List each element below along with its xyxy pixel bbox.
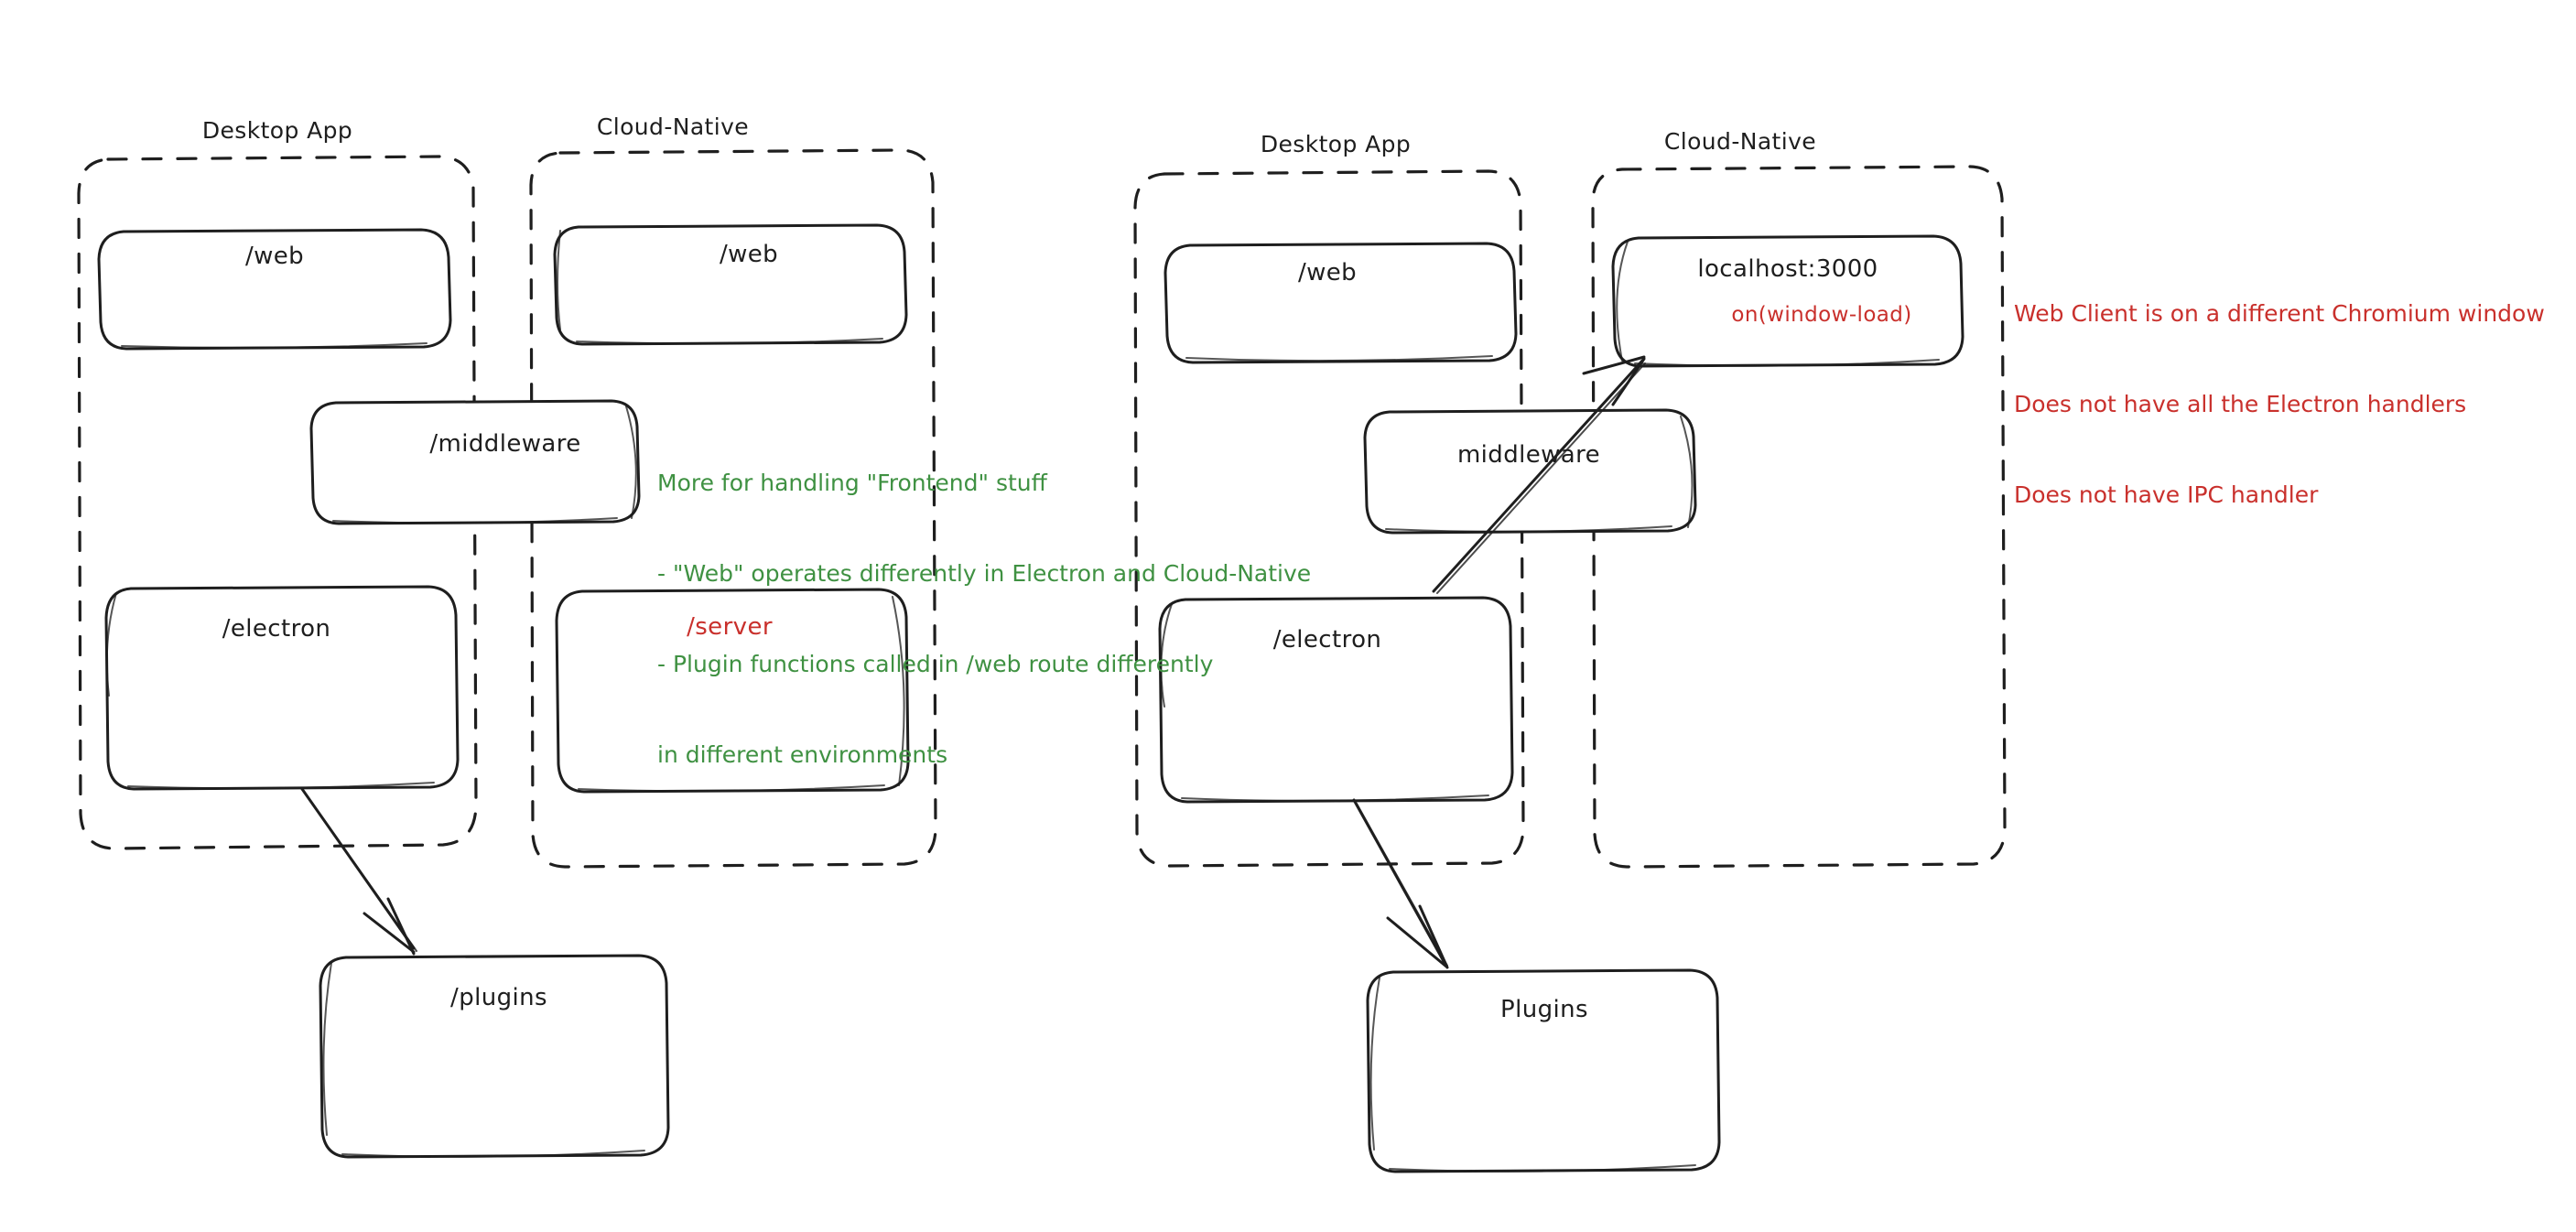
group-caption-left-desktop: Desktop App <box>201 117 353 144</box>
node-label-left-electron: /electron <box>222 615 331 643</box>
annotation-green-line-4: in different environments <box>657 741 948 768</box>
node-label-right-plugins: Plugins <box>1500 996 1588 1023</box>
annotation-red-line-2: Does not have all the Electron handlers <box>2014 391 2467 417</box>
annotation-green-line-2: - "Web" operates differently in Electron… <box>657 560 1312 587</box>
group-caption-right-desktop: Desktop App <box>1260 131 1412 157</box>
node-label-left-cloud-web: /web <box>719 241 779 268</box>
annotation-green-line-1: More for handling "Frontend" stuff <box>657 470 1047 496</box>
annotation-red-note: Web Client is on a different Chromium wi… <box>2014 238 2545 570</box>
node-sublabel-right-localhost-onwindowload: on(window-load) <box>1731 303 1912 327</box>
node-label-right-localhost: localhost:3000 <box>1697 255 1878 283</box>
node-label-left-server: /server <box>687 613 773 641</box>
node-label-right-desktop-web: /web <box>1297 259 1358 286</box>
annotation-green-line-3: - Plugin functions called in /web route … <box>657 651 1214 677</box>
annotation-red-line-3: Does not have IPC handler <box>2014 481 2319 508</box>
group-caption-left-cloud: Cloud-Native <box>596 113 750 140</box>
node-label-left-plugins: /plugins <box>450 984 547 1011</box>
node-label-right-middleware: middleware <box>1456 441 1601 469</box>
node-label-left-desktop-web: /web <box>244 243 305 270</box>
group-caption-right-cloud: Cloud-Native <box>1663 128 1817 155</box>
annotation-green-note: More for handling "Frontend" stuff - "We… <box>657 407 1311 830</box>
annotation-red-line-1: Web Client is on a different Chromium wi… <box>2014 300 2545 327</box>
node-label-right-electron: /electron <box>1272 626 1382 654</box>
node-label-left-middleware: /middleware <box>429 430 581 458</box>
